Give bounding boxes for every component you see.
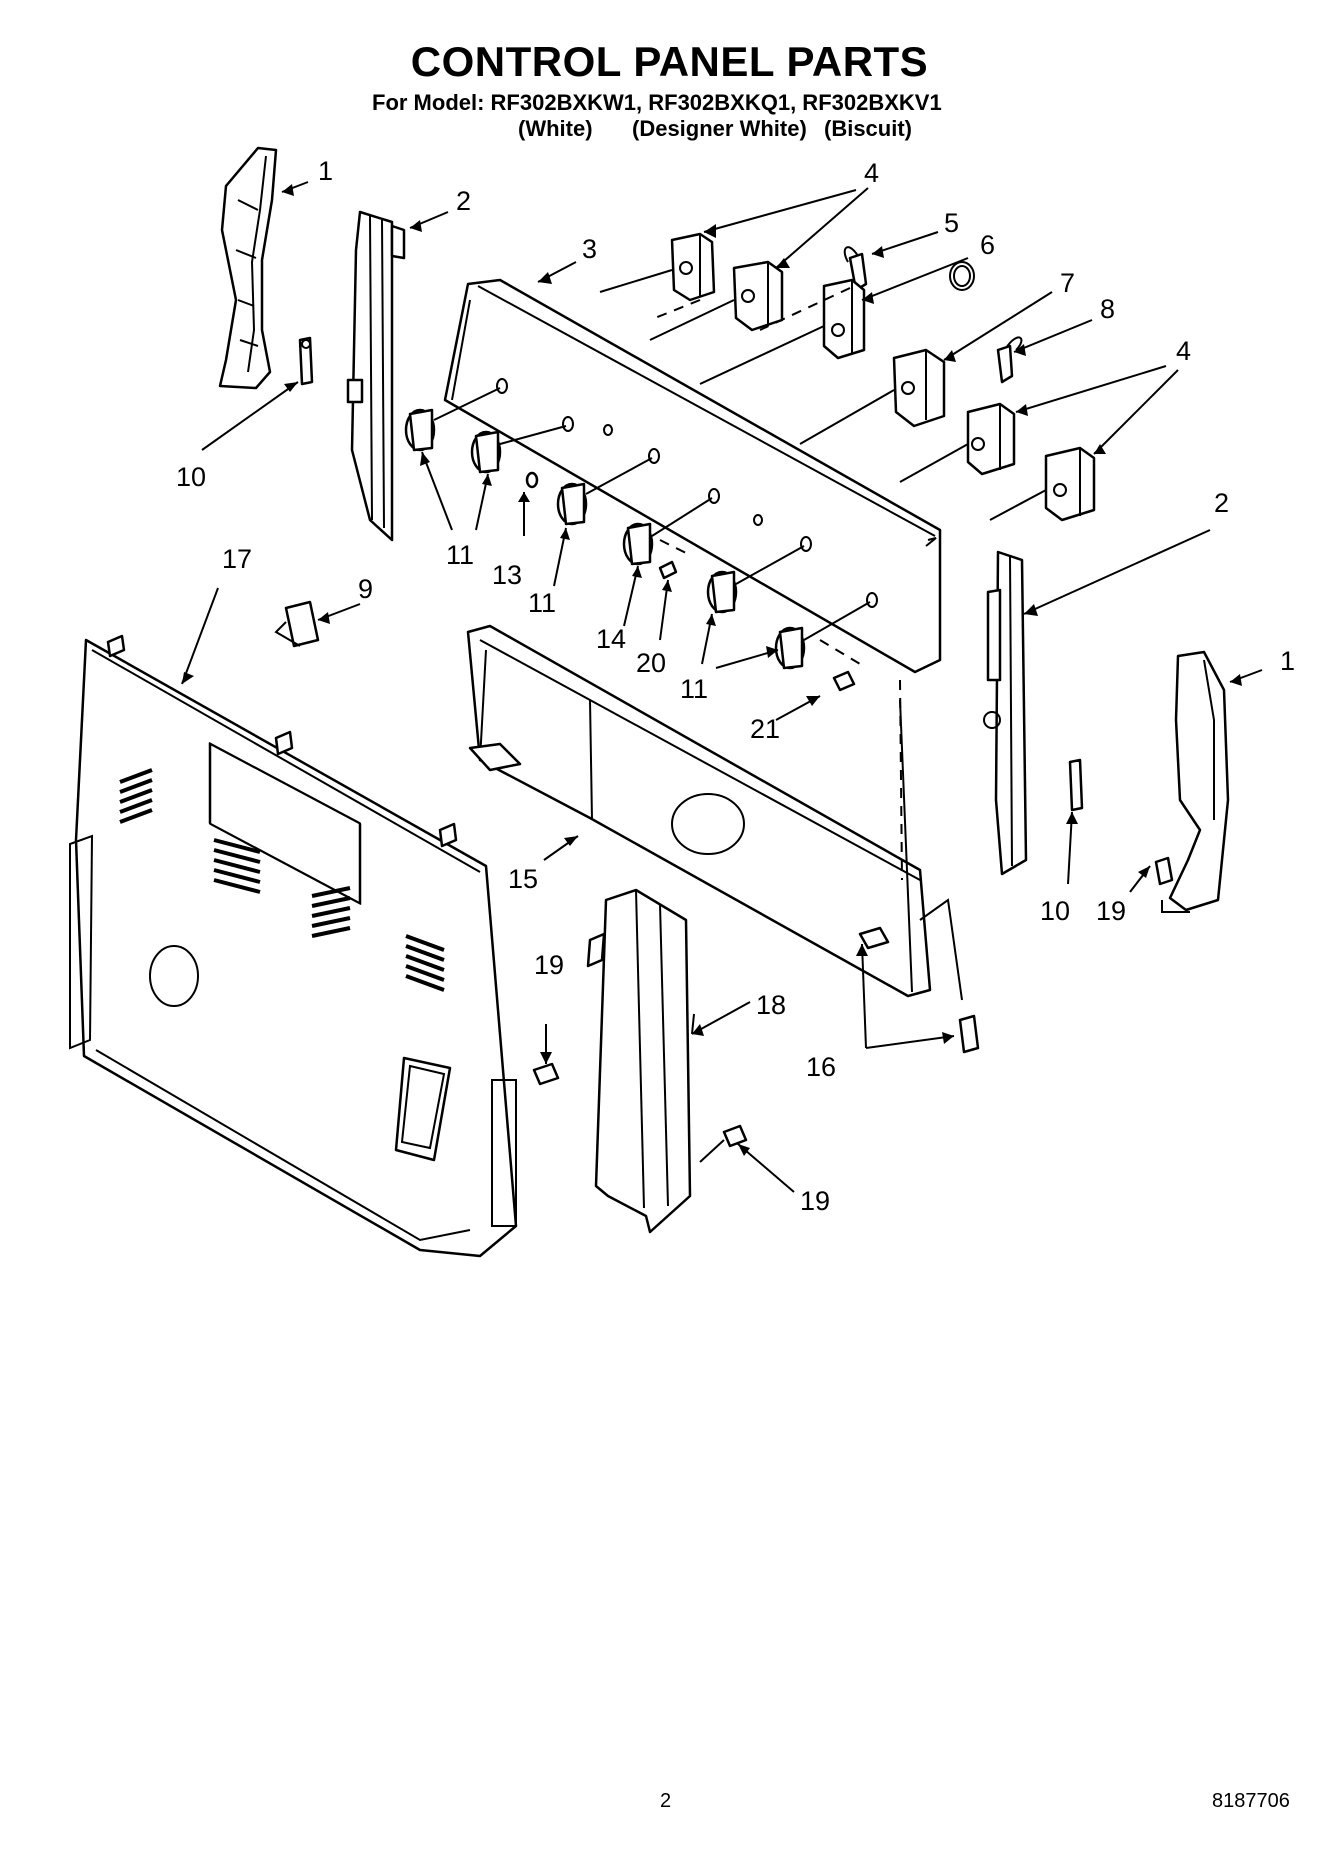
callout-10-left: 10 bbox=[176, 462, 206, 492]
knob-11-d bbox=[706, 570, 738, 614]
callout-9: 9 bbox=[358, 574, 373, 604]
vent-slots-c bbox=[311, 886, 351, 938]
part-20-screw bbox=[658, 560, 678, 580]
callout-4-top: 4 bbox=[864, 158, 879, 188]
knob-11-e bbox=[774, 626, 806, 670]
part-3-control-panel bbox=[443, 278, 942, 674]
callout-2-left: 2 bbox=[456, 186, 471, 216]
callout-3: 3 bbox=[582, 234, 597, 264]
part-16-screw-b bbox=[958, 1014, 980, 1054]
part-1-right-endcap bbox=[1168, 650, 1230, 912]
part-10-right-clip bbox=[1068, 758, 1084, 812]
callout-10-right: 10 bbox=[1040, 896, 1070, 926]
part-19-cover-screw bbox=[532, 1062, 560, 1086]
part-6-control bbox=[822, 278, 866, 360]
part-19-channel-screw bbox=[699, 1124, 748, 1163]
document-number: 8187706 bbox=[1212, 1790, 1290, 1812]
part-10-left-clip bbox=[298, 336, 314, 386]
part-21-screw bbox=[832, 670, 856, 692]
callout-20: 20 bbox=[636, 648, 666, 678]
callout-21: 21 bbox=[750, 714, 780, 744]
part-17-rear-cover bbox=[69, 634, 518, 1258]
callout-19-channel: 19 bbox=[800, 1186, 830, 1216]
part-4-control-b bbox=[732, 260, 784, 332]
callout-leaders bbox=[181, 181, 1263, 1193]
part-1-left-endcap bbox=[218, 146, 278, 390]
variant-biscuit: (Biscuit) bbox=[824, 116, 912, 141]
callout-14: 14 bbox=[596, 624, 626, 654]
part-7-control bbox=[892, 261, 975, 428]
part-4-control-d bbox=[1044, 446, 1096, 522]
part-4-control-a bbox=[670, 232, 716, 302]
callout-17: 17 bbox=[222, 544, 252, 574]
callout-8: 8 bbox=[1100, 294, 1115, 324]
part-15-frame bbox=[466, 624, 963, 1001]
vent-slots-a bbox=[119, 768, 153, 824]
knob-14 bbox=[622, 522, 654, 566]
callout-6: 6 bbox=[980, 230, 995, 260]
part-2-right-bracket bbox=[983, 550, 1028, 876]
knob-11-c bbox=[556, 482, 588, 526]
part-4-control-c bbox=[966, 402, 1016, 476]
callout-11-c: 11 bbox=[680, 674, 708, 704]
part-16-screw-a bbox=[858, 926, 890, 950]
callout-labels: 1 2 3 4 5 6 7 8 4 2 1 10 9 17 11 13 11 1… bbox=[176, 156, 1295, 1216]
knobs bbox=[404, 408, 806, 670]
page-title: CONTROL PANEL PARTS bbox=[410, 38, 929, 85]
knob-11-a bbox=[404, 408, 436, 452]
model-numbers: For Model: RF302BXKW1, RF302BXKQ1, RF302… bbox=[372, 90, 942, 115]
part-2-left-bracket bbox=[346, 210, 406, 542]
part-18-channel bbox=[586, 888, 692, 1234]
variant-white: (White) bbox=[518, 116, 593, 141]
part-19-right-screw bbox=[1154, 856, 1190, 913]
callout-11-a: 11 bbox=[446, 540, 474, 570]
callout-1-right: 1 bbox=[1280, 646, 1295, 676]
callout-4-right: 4 bbox=[1176, 336, 1191, 366]
page-number: 2 bbox=[660, 1790, 672, 1812]
callout-11-b: 11 bbox=[528, 588, 556, 618]
callout-19-cover: 19 bbox=[534, 950, 564, 980]
part-13-screw bbox=[525, 471, 539, 489]
callout-7: 7 bbox=[1060, 268, 1075, 298]
callout-19-right: 19 bbox=[1096, 896, 1126, 926]
callout-18: 18 bbox=[756, 990, 786, 1020]
vent-slots-b bbox=[213, 838, 261, 894]
panel-mount-holes bbox=[496, 378, 878, 608]
callout-13: 13 bbox=[492, 560, 522, 590]
variant-designer-white: (Designer White) bbox=[632, 116, 807, 141]
callout-2-right: 2 bbox=[1214, 488, 1229, 518]
part-5-switch bbox=[843, 246, 868, 292]
callout-16: 16 bbox=[806, 1052, 836, 1082]
knob-11-b bbox=[470, 430, 502, 474]
part-8-switch bbox=[996, 336, 1023, 384]
callout-15: 15 bbox=[508, 864, 538, 894]
vent-slots-d bbox=[405, 934, 445, 992]
callout-5: 5 bbox=[944, 208, 959, 238]
callout-1-left: 1 bbox=[318, 156, 333, 186]
part-9-clip bbox=[274, 600, 320, 648]
